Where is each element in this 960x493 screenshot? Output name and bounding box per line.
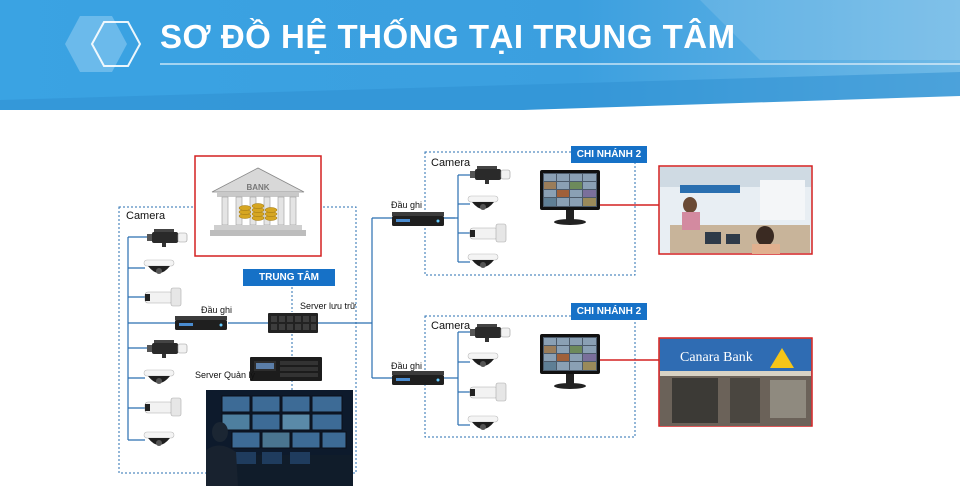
bullet-camera-icon — [469, 382, 507, 402]
branch-top-recorder-label: Đầu ghi — [391, 200, 423, 210]
branch-bottom-recorder-label: Đầu ghi — [391, 361, 423, 371]
central-recorder-label: Đầu ghi — [201, 305, 233, 315]
svg-text:BANK: BANK — [246, 183, 269, 192]
management-server-icon — [250, 357, 322, 381]
header-background — [0, 0, 960, 120]
dome-camera-icon — [467, 352, 499, 368]
monitor-icon — [540, 170, 600, 225]
dvr-icon — [175, 316, 227, 330]
canara-logo-icon — [770, 348, 794, 368]
bank-building-icon: BANK — [194, 155, 322, 257]
management-server-label: Server Quản lý — [195, 370, 256, 380]
monitor-icon — [540, 334, 600, 389]
storage-server-label: Server lưu trữ — [300, 301, 357, 311]
dome-camera-icon — [467, 195, 499, 211]
bullet-camera-icon — [144, 287, 182, 307]
central-tag: TRUNG TÂM — [243, 269, 335, 286]
branch-bottom-camera-label: Camera — [431, 320, 471, 332]
control-room-photo — [206, 390, 353, 486]
central-camera-bus — [127, 217, 392, 441]
page-title: SƠ ĐỒ HỆ THỐNG TẠI TRUNG TÂM — [160, 18, 736, 55]
branch-top-camera-label: Camera — [431, 157, 471, 169]
branch-bottom-tag: CHI NHÁNH 2 — [571, 303, 647, 320]
branch-top-tag: CHI NHÁNH 2 — [571, 146, 647, 163]
dome-camera-icon — [467, 415, 499, 431]
bullet-camera-icon — [469, 223, 507, 243]
box-camera-icon — [146, 339, 188, 359]
hexagon-decoration-icon — [65, 16, 142, 72]
bullet-camera-icon — [144, 397, 182, 417]
rack-server-icon — [268, 313, 318, 333]
branch-bottom-bus — [443, 331, 472, 426]
dvr-icon — [392, 371, 444, 385]
central-camera-label: Camera — [126, 210, 166, 222]
dome-camera-icon — [143, 369, 175, 385]
dome-camera-icon — [143, 259, 175, 275]
branch-bottom-frame — [424, 315, 636, 438]
header-banner: SƠ ĐỒ HỆ THỐNG TẠI TRUNG TÂM — [0, 0, 960, 120]
dome-camera-icon — [467, 253, 499, 269]
box-camera-icon — [469, 165, 511, 185]
svg-text:Canara Bank: Canara Bank — [680, 350, 753, 365]
box-camera-icon — [146, 228, 188, 248]
box-camera-icon — [469, 323, 511, 343]
branch-top-bus — [443, 174, 472, 263]
branch-bottom-photo: Canara Bank — [658, 337, 813, 427]
branch-top-photo — [658, 165, 813, 255]
dvr-icon — [392, 212, 444, 226]
dome-camera-icon — [143, 431, 175, 447]
branch-top-frame — [424, 151, 636, 276]
